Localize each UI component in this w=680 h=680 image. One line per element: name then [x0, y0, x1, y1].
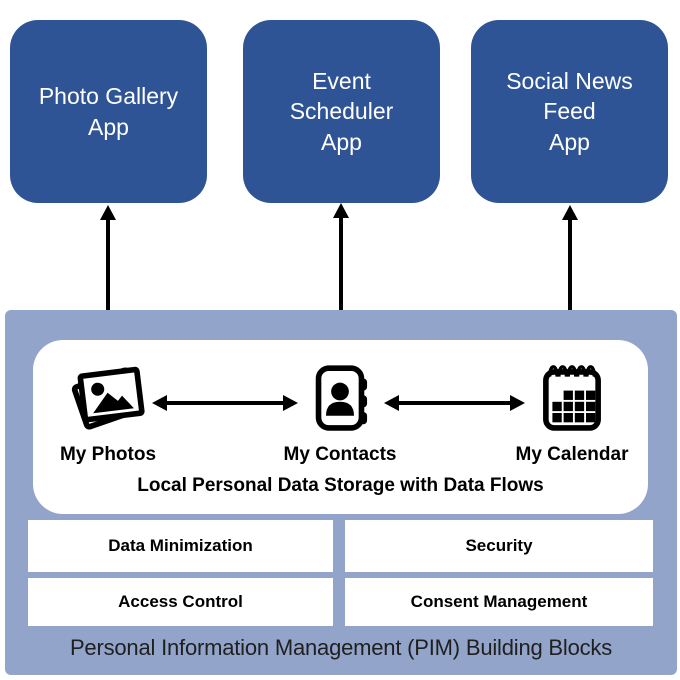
pim-caption: Personal Information Management (PIM) Bu… [69, 635, 613, 660]
flow-arrow-contacts-calendar [384, 395, 525, 411]
storage-item-label: My Calendar [515, 444, 629, 465]
photos-icon [33, 356, 183, 442]
arrow-shaft [164, 401, 286, 405]
arrow-shaft [106, 217, 110, 354]
block-consent-management: Consent Management [345, 578, 653, 626]
arrow-shaft [396, 401, 513, 405]
app-box-photo-gallery: Photo Gallery App [10, 20, 207, 203]
storage-item-my-calendar: My Calendar [497, 356, 647, 466]
block-access-control: Access Control [28, 578, 333, 626]
block-security: Security [345, 520, 653, 572]
arrow-shaft [568, 217, 572, 352]
arrow-shaft [339, 215, 343, 356]
storage-item-label: My Contacts [283, 444, 397, 465]
storage-item-label: My Photos [59, 444, 157, 465]
local-storage-panel: My Photos My Contacts [33, 340, 648, 514]
app-box-event-scheduler: Event Scheduler App [243, 20, 440, 203]
calendar-icon [497, 356, 647, 442]
contacts-icon [265, 356, 415, 442]
flow-arrow-photos-contacts [152, 395, 298, 411]
app-box-social-news-feed: Social News Feed App [471, 20, 668, 203]
storage-item-my-contacts: My Contacts [265, 356, 415, 466]
pim-container: My Photos My Contacts [5, 310, 677, 675]
storage-caption: Local Personal Data Storage with Data Fl… [137, 475, 544, 496]
storage-item-my-photos: My Photos [33, 356, 183, 466]
block-data-minimization: Data Minimization [28, 520, 333, 572]
